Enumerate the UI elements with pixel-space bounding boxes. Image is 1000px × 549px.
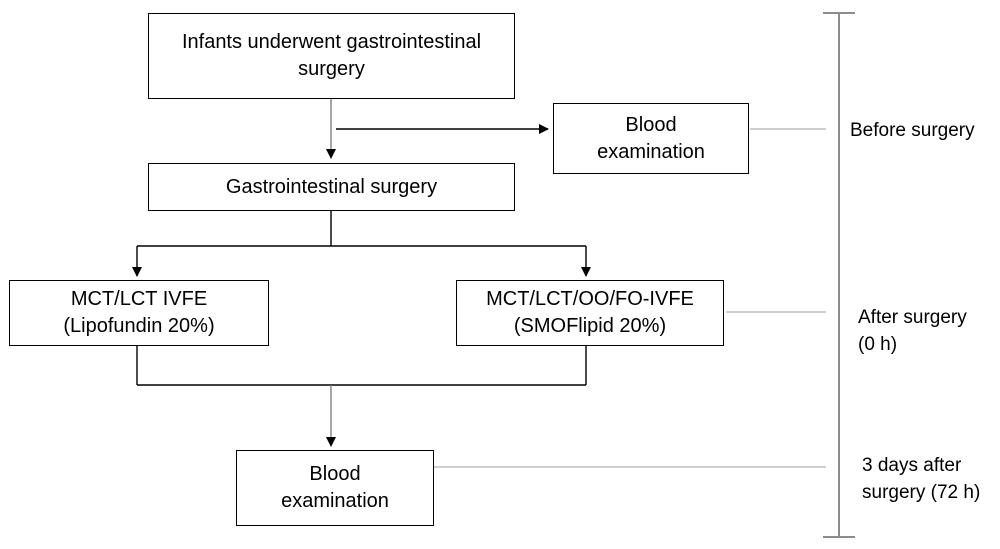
stage-later-line2: surgery (72 h): [862, 482, 981, 503]
arm-right-line2: (SMOFlipid 20%): [513, 315, 667, 337]
stage-later-line1: 3 days after: [862, 455, 962, 476]
arm-left-line1: MCT/LCT IVFE: [70, 288, 208, 310]
surgery-label: Gastrointestinal surgery: [225, 175, 438, 198]
stage-3-days-after: 3 days after surgery (72 h): [862, 452, 980, 506]
stage-after-surgery: After surgery (0 h): [858, 304, 967, 358]
arm-left-line2: (Lipofundin 20%): [63, 315, 215, 337]
blood-post-box: Blood examination: [236, 450, 434, 526]
arm-left-box: MCT/LCT IVFE (Lipofundin 20%): [9, 280, 269, 346]
stage-before-line1: Before surgery: [850, 120, 975, 141]
surgery-box: Gastrointestinal surgery: [148, 163, 515, 211]
arm-right-box: MCT/LCT/OO/FO-IVFE (SMOFlipid 20%): [456, 280, 724, 346]
start-box-line1: Infants underwent gastrointestinal: [181, 31, 482, 53]
start-box: Infants underwent gastrointestinal surge…: [148, 13, 515, 99]
stage-after-line1: After surgery: [858, 307, 967, 328]
stage-after-line2: (0 h): [858, 334, 898, 355]
start-box-line2: surgery: [298, 58, 365, 80]
arm-right-line1: MCT/LCT/OO/FO-IVFE: [486, 288, 694, 310]
stage-before-surgery: Before surgery: [850, 117, 975, 144]
blood-pre-box: Blood examination: [553, 103, 749, 174]
blood-post-line2: examination: [281, 490, 389, 512]
blood-post-line1: Blood: [309, 463, 361, 485]
blood-pre-line2: examination: [597, 140, 705, 163]
blood-pre-line1: Blood: [625, 113, 677, 136]
